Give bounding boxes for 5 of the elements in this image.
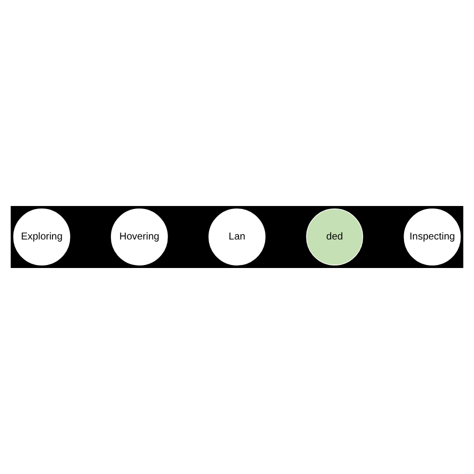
node-circle: Lan: [208, 208, 266, 266]
node-circle: Inspecting: [404, 208, 461, 266]
node-circle: ded: [306, 208, 364, 266]
node-circle: Exploring: [13, 208, 70, 266]
node-circle: Hovering: [110, 208, 168, 266]
